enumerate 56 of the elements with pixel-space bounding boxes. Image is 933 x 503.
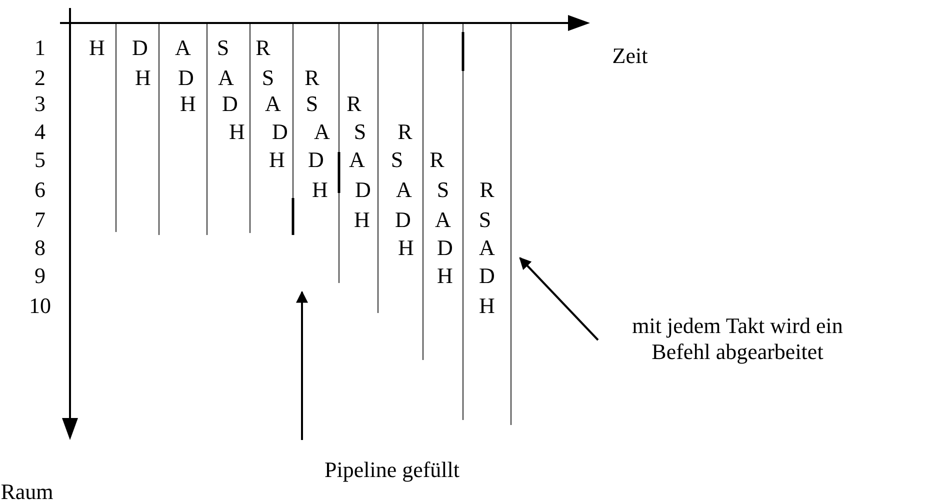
- stage-letter: A: [265, 93, 281, 115]
- arrow: [519, 257, 599, 341]
- stage-letter: H: [437, 265, 453, 287]
- stage-letter: D: [395, 209, 411, 231]
- stage-letter: D: [132, 37, 148, 59]
- stage-letter: A: [314, 121, 330, 143]
- stage-letter: H: [229, 121, 245, 143]
- stage-letter: H: [312, 179, 328, 201]
- stage-letter: A: [218, 67, 234, 89]
- stage-letter: D: [355, 179, 371, 201]
- row-number: 8: [34, 237, 46, 259]
- stage-letter: D: [308, 149, 324, 171]
- row-number: 10: [29, 295, 51, 317]
- stage-letter: A: [479, 237, 495, 259]
- stage-letter: R: [398, 121, 412, 143]
- stage-letter: H: [135, 67, 151, 89]
- row-number: 5: [34, 149, 46, 171]
- stage-letter: S: [354, 121, 366, 143]
- row-number: 3: [34, 93, 46, 115]
- stage-letter: H: [180, 93, 196, 115]
- axis-label: Zeit: [612, 45, 648, 67]
- row-number: 9: [34, 265, 46, 287]
- stage-letter: R: [304, 67, 320, 89]
- axis-label: Raum: [0, 481, 54, 503]
- stage-letter: H: [398, 237, 414, 259]
- stage-letter: R: [256, 37, 270, 59]
- annotation-text: mit jedem Takt wird ein Befehl abgearbeitet: [605, 312, 870, 366]
- arrow: [296, 290, 308, 440]
- stage-letter: S: [216, 37, 230, 59]
- stage-letter: S: [262, 67, 274, 89]
- stage-letter: D: [272, 121, 288, 143]
- row-number: 1: [34, 37, 46, 59]
- stage-letter: A: [175, 37, 191, 59]
- stage-letter: R: [430, 149, 444, 171]
- stage-letter: A: [396, 179, 412, 201]
- stage-letter: S: [390, 149, 404, 171]
- stage-letter: H: [89, 37, 105, 59]
- stage-letter: A: [435, 209, 451, 231]
- stage-letter: H: [479, 295, 495, 317]
- stage-letter: S: [306, 93, 318, 115]
- stage-letter: D: [178, 67, 194, 89]
- stage-letter: D: [437, 237, 453, 259]
- stage-letter: H: [269, 149, 285, 171]
- stage-letter: S: [478, 209, 492, 231]
- stage-letter: D: [222, 93, 238, 115]
- stage-letter: R: [346, 93, 362, 115]
- row-number: 4: [34, 121, 46, 143]
- stage-letter: H: [354, 209, 370, 231]
- stage-letter: A: [349, 149, 365, 171]
- row-number: 2: [34, 67, 46, 89]
- annotation-text: Pipeline gefüllt: [312, 455, 472, 485]
- row-number: 7: [34, 209, 46, 231]
- stage-letter: D: [479, 265, 495, 287]
- row-number: 6: [34, 179, 46, 201]
- stage-letter: S: [436, 179, 450, 201]
- stage-letter: R: [480, 179, 494, 201]
